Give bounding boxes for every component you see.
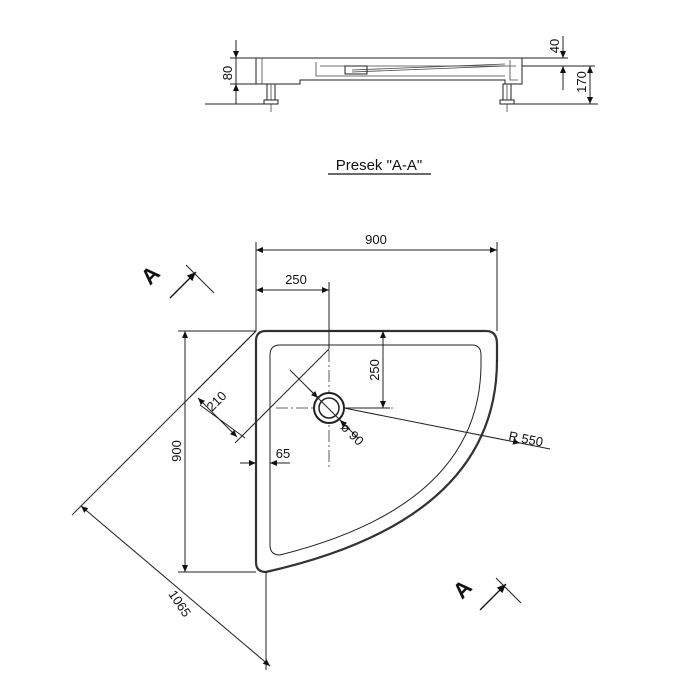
section-title: Presek "A-A" <box>336 157 423 174</box>
section-dim-height-right: 170 <box>574 71 589 93</box>
section-tray-outline <box>255 57 523 85</box>
section-leg-left <box>263 83 279 112</box>
plan-view: R 550 ø 90 900 250 250 900 65 <box>71 232 551 670</box>
dim-drain-diameter: ø 90 <box>338 420 367 449</box>
svg-text:A: A <box>448 575 477 604</box>
section-tray-slope <box>351 63 506 73</box>
dim-total-width: 900 <box>365 232 387 247</box>
svg-text:A: A <box>136 261 165 290</box>
dim-radius: R 550 <box>507 428 544 449</box>
tray-outer-outline <box>254 329 499 574</box>
tray-inner-outline <box>269 344 482 556</box>
dim-drain-offset-x: 250 <box>285 272 307 287</box>
section-tray-inner <box>261 58 518 84</box>
drain <box>313 392 345 424</box>
dim-total-height: 900 <box>169 440 184 462</box>
dim-diagonal: 1065 <box>166 587 195 619</box>
section-leg-right <box>499 83 515 112</box>
section-marker-top: A <box>136 261 215 299</box>
dim-drain-offset-y: 250 <box>367 359 382 381</box>
section-dim-top-right: 40 <box>547 39 562 53</box>
section-marker-bottom: A <box>448 575 522 611</box>
section-dim-height-left: 80 <box>220 66 235 80</box>
dim-rim-width: 65 <box>276 446 290 461</box>
section-view: 80 40 170 <box>205 36 598 112</box>
section-drain <box>344 65 368 75</box>
